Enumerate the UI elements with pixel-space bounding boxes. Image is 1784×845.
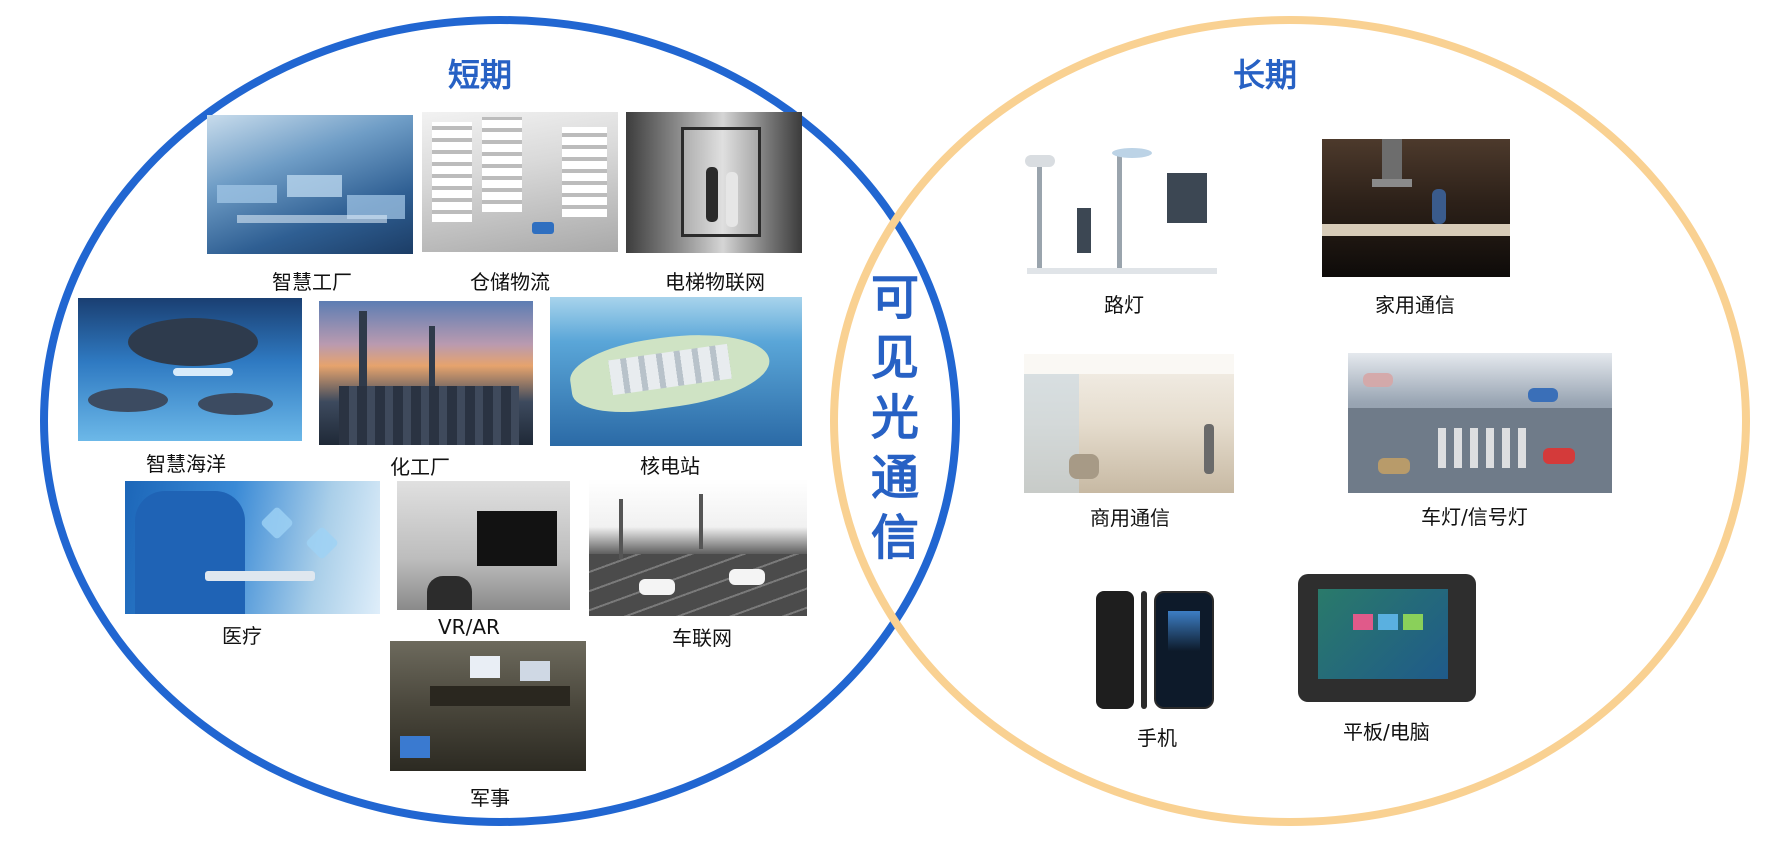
- commercial-communication-label: 商用通信: [1090, 506, 1170, 530]
- vehicle-network-label: 车联网: [672, 626, 732, 650]
- home-communication-image: [1322, 139, 1510, 277]
- smart-ocean-image: [78, 298, 302, 441]
- phone-label: 手机: [1137, 726, 1177, 750]
- short-term-title: 短期: [448, 56, 513, 94]
- tablet-pc-label: 平板/电脑: [1343, 720, 1430, 744]
- smart-factory-label: 智慧工厂: [272, 270, 352, 294]
- nuclear-plant-label: 核电站: [640, 454, 700, 478]
- car-traffic-light-label: 车灯/信号灯: [1421, 505, 1528, 529]
- commercial-communication-image: [1024, 354, 1234, 493]
- tablet-pc-image: [1293, 569, 1480, 708]
- car-traffic-light-image: [1348, 353, 1612, 493]
- center-label: 可见光通信: [870, 270, 919, 566]
- home-communication-label: 家用通信: [1375, 293, 1455, 317]
- street-light-label: 路灯: [1104, 293, 1144, 317]
- vr-ar-label: VR/AR: [438, 615, 500, 639]
- chemical-plant-label: 化工厂: [390, 455, 450, 479]
- long-term-title: 长期: [1233, 56, 1298, 94]
- medical-image: [125, 481, 380, 614]
- phone-image: [1086, 571, 1227, 712]
- vehicle-network-image: [589, 479, 807, 616]
- vr-ar-image: [397, 481, 570, 610]
- elevator-iot-label: 电梯物联网: [665, 270, 765, 294]
- warehouse-logistics-image: [422, 112, 618, 252]
- elevator-iot-image: [626, 112, 802, 253]
- long-term-ring: [830, 16, 1750, 826]
- nuclear-plant-image: [550, 297, 802, 446]
- military-label: 军事: [470, 786, 510, 810]
- military-image: [390, 641, 586, 771]
- smart-ocean-label: 智慧海洋: [146, 452, 226, 476]
- street-light-image: [1017, 143, 1231, 278]
- chemical-plant-image: [319, 301, 533, 445]
- smart-factory-image: [207, 115, 413, 254]
- warehouse-logistics-label: 仓储物流: [470, 270, 550, 294]
- medical-label: 医疗: [222, 624, 262, 648]
